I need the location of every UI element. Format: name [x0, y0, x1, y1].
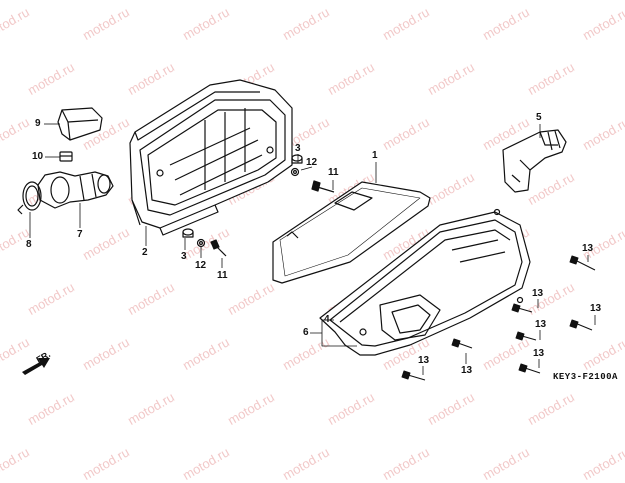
- tube-joint: [37, 171, 114, 209]
- callout-13g: 13: [533, 348, 545, 359]
- intake-tube: [502, 129, 567, 193]
- callout-5: 5: [536, 112, 542, 123]
- diagram-code: KEY3-F2100A: [553, 372, 618, 382]
- callout-13f: 13: [418, 355, 430, 366]
- front-arrow-icon: [22, 358, 50, 375]
- bolt-11a: [311, 180, 335, 193]
- diagram-drawing: [17, 79, 596, 381]
- tube-clip: [17, 181, 42, 215]
- callout-13e: 13: [461, 365, 473, 376]
- callout-9: 9: [35, 118, 41, 129]
- air-cleaner-element: [272, 181, 431, 284]
- air-cleaner-case: [129, 79, 293, 236]
- callout-6: 6: [303, 327, 309, 338]
- clamp-nut: [59, 151, 73, 162]
- callout-3a: 3: [295, 143, 301, 154]
- bolt-11b: [210, 239, 227, 257]
- callout-3b: 3: [181, 251, 187, 262]
- callout-2: 2: [142, 247, 148, 258]
- callout-13b: 13: [532, 288, 544, 299]
- callout-11a: 11: [328, 167, 339, 178]
- washer-12a: [290, 167, 300, 177]
- callout-8: 8: [26, 239, 32, 250]
- callout-12a: 12: [306, 157, 318, 168]
- leader-lines: [29, 123, 596, 375]
- callout-10: 10: [32, 151, 44, 162]
- collar-3b: [182, 228, 194, 238]
- callout-13d: 13: [590, 303, 602, 314]
- callout-13c: 13: [535, 319, 547, 330]
- callout-4: 4: [324, 314, 330, 325]
- connector-boot: [57, 107, 103, 141]
- washer-12b: [196, 238, 206, 248]
- air-cleaner-cover: [319, 208, 531, 356]
- collar-3a: [291, 154, 303, 164]
- callout-12b: 12: [195, 260, 207, 271]
- callout-11b: 11: [217, 270, 228, 281]
- screw-13-group: [401, 255, 596, 381]
- callout-1: 1: [372, 150, 378, 161]
- callout-13a: 13: [582, 243, 594, 254]
- callout-7: 7: [77, 229, 83, 240]
